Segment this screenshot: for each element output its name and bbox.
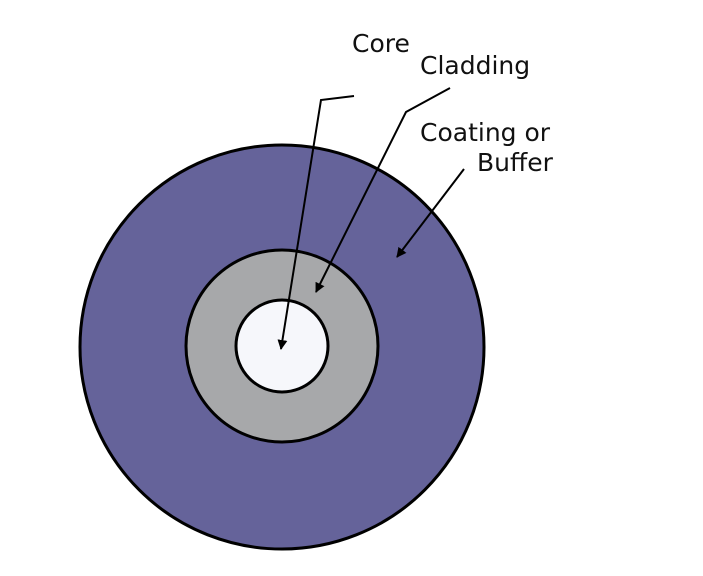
core-pointer-arrow <box>277 95 355 350</box>
coating-label-line2: Buffer <box>477 148 553 177</box>
coating-or-buffer-label: Coating or Buffer <box>420 118 553 178</box>
coating-label-line1: Coating or <box>420 118 551 147</box>
cladding-pointer-arrow <box>315 87 451 293</box>
cladding-label: Cladding <box>420 51 531 80</box>
core-label: Core <box>352 29 410 58</box>
coating-pointer-arrow <box>396 168 465 258</box>
